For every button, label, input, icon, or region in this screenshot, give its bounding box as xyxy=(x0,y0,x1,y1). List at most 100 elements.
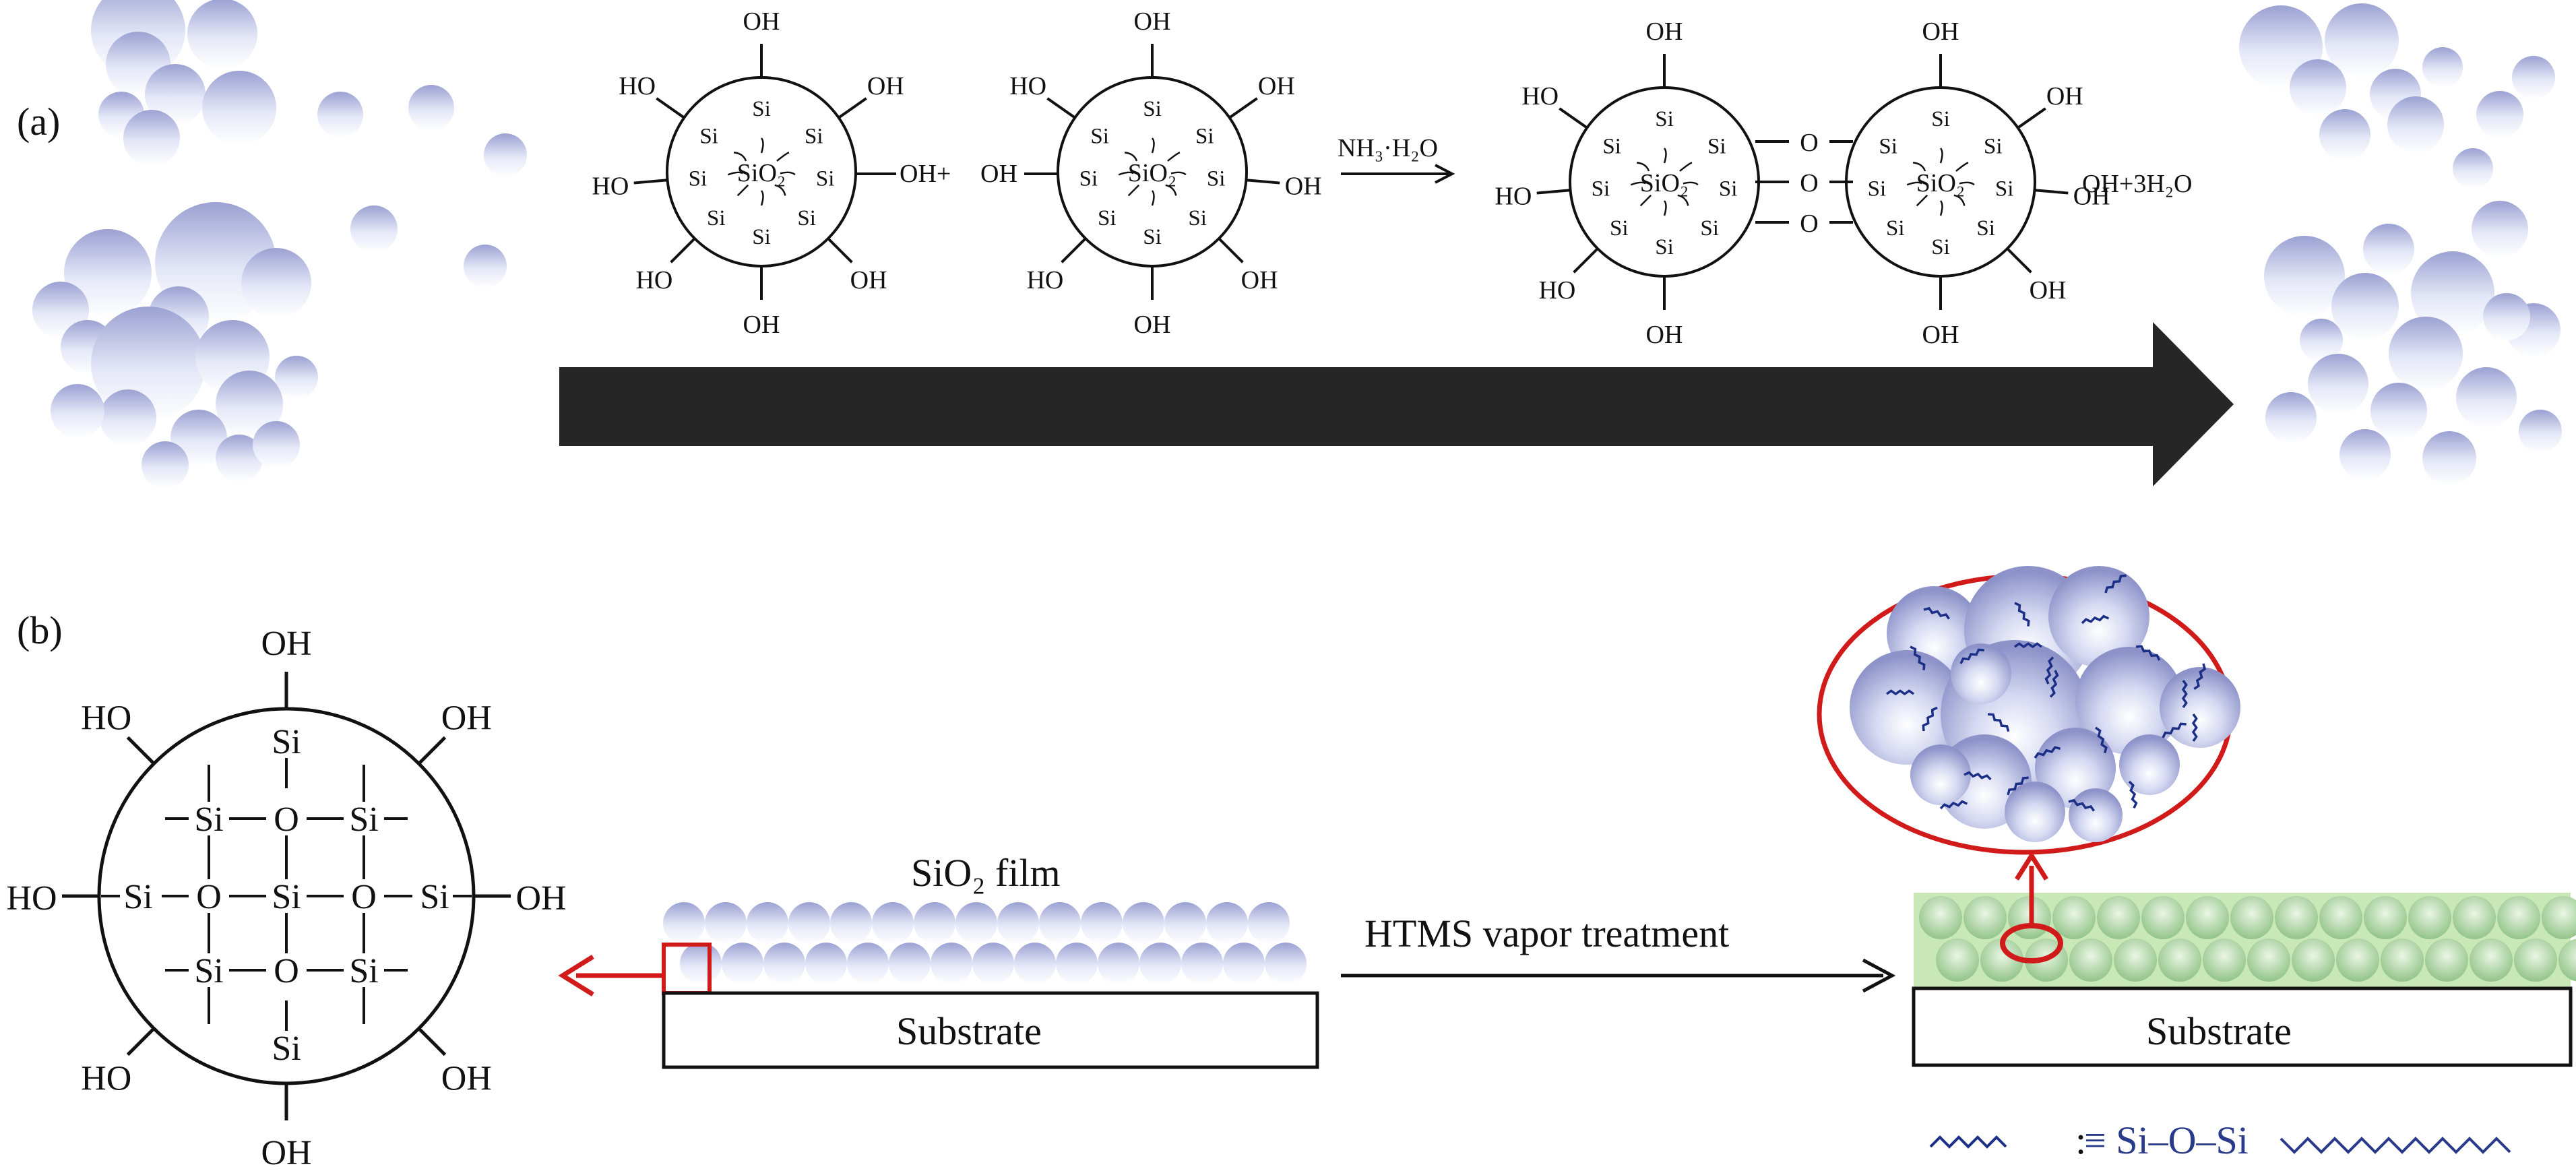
si-atom: Si xyxy=(1719,177,1738,201)
sphere xyxy=(2325,3,2399,77)
alkyl-chain xyxy=(2181,679,2188,709)
alkyl-chain xyxy=(2081,614,2110,625)
film-sphere xyxy=(1164,902,1206,944)
coated-sphere xyxy=(2453,896,2496,939)
sphere xyxy=(408,85,454,131)
oxygen-atom: O xyxy=(274,800,299,839)
panel-b-label: (b) xyxy=(17,608,63,652)
coated-sphere xyxy=(2514,939,2557,982)
process-arrow xyxy=(559,322,2234,486)
film-sphere xyxy=(663,902,705,944)
si-atom: Si xyxy=(1995,177,2014,201)
sphere xyxy=(100,389,156,446)
coated-sphere xyxy=(2319,896,2362,939)
si-atom: Si xyxy=(1188,206,1207,230)
surface-hydroxyl: OH xyxy=(515,879,566,918)
si-atom: Si xyxy=(1143,225,1162,249)
film-sphere xyxy=(763,943,805,984)
hydroxyl-group: OH xyxy=(2030,276,2067,305)
sphere xyxy=(2300,319,2343,362)
coated-sphere xyxy=(2203,939,2246,982)
film-sphere xyxy=(1123,902,1164,944)
sphere xyxy=(2290,59,2346,116)
si-atom: Si xyxy=(1868,177,1887,201)
hydroxyl-group: HO xyxy=(619,72,656,100)
magnified-sphere xyxy=(2075,647,2183,755)
hydroxyl-group: OH xyxy=(2046,82,2083,110)
film-sphere xyxy=(747,902,788,944)
alkyl-chain xyxy=(2104,574,2127,594)
si-atom: Si xyxy=(1707,135,1726,159)
si-atom: Si xyxy=(1143,97,1162,121)
sphere xyxy=(51,384,104,438)
magnified-view xyxy=(1817,566,2240,855)
film-sphere xyxy=(1265,943,1307,984)
surface-hydroxyl: HO xyxy=(81,1059,131,1098)
si-atom: Si xyxy=(797,206,816,230)
hydroxyl-group: HO xyxy=(1495,183,1532,211)
si-atom: Si xyxy=(752,97,771,121)
si-atom: Si xyxy=(1976,216,1995,241)
alkyl-chain xyxy=(2162,722,2187,738)
si-atom: Si xyxy=(272,723,301,761)
sphere xyxy=(2483,293,2530,340)
sphere xyxy=(142,441,189,488)
treatment-arrow xyxy=(1341,958,1896,993)
coated-sphere xyxy=(2497,896,2540,939)
alkyl-chain xyxy=(2068,798,2096,812)
coated-sphere xyxy=(2186,896,2229,939)
film-sphere xyxy=(705,902,747,944)
magnified-sphere xyxy=(1910,744,1971,805)
alkyl-chain xyxy=(2049,670,2059,698)
reagent-label: NH₃·H₂O xyxy=(1338,134,1438,162)
alkyl-chain xyxy=(2193,663,2207,691)
sphere xyxy=(216,371,283,438)
coated-sphere xyxy=(1980,939,2023,982)
sphere xyxy=(2472,201,2528,257)
alkyl-chain xyxy=(2044,656,2054,685)
film-sphere xyxy=(1181,943,1223,984)
bridge-oxygen: O xyxy=(1800,169,1818,197)
alkyl-chain xyxy=(1923,606,1951,620)
si-atom: Si xyxy=(816,166,835,191)
film-sphere xyxy=(805,943,847,984)
sphere xyxy=(464,245,507,288)
film-sphere xyxy=(1139,943,1181,984)
coated-sphere xyxy=(2114,939,2157,982)
sphere xyxy=(2387,96,2444,153)
alkyl-chain xyxy=(1959,648,1984,664)
coated-sphere xyxy=(1936,939,1979,982)
coated-sphere xyxy=(2158,939,2201,982)
sphere xyxy=(2456,367,2517,428)
magnified-sphere xyxy=(2069,788,2123,842)
surface-hydroxyl: OH xyxy=(261,625,311,663)
treatment-label: HTMS vapor treatment xyxy=(1364,912,1729,955)
film-sphere xyxy=(931,943,972,984)
hydroxyl-group: OH xyxy=(1646,18,1683,46)
film-sphere xyxy=(1223,943,1265,984)
si-atom: Si xyxy=(1700,216,1719,241)
sphere xyxy=(145,64,206,125)
hydroxyl-group: OH xyxy=(2073,183,2110,211)
magnified-sphere xyxy=(1850,650,1964,765)
sphere xyxy=(2476,91,2523,138)
si-atom: Si xyxy=(1090,125,1109,149)
film-sphere xyxy=(1248,902,1290,944)
film-sphere xyxy=(1206,902,1248,944)
sphere xyxy=(123,110,180,166)
alkyl-chain xyxy=(1964,771,1992,781)
sphere xyxy=(2319,109,2370,160)
alkyl-chain xyxy=(2135,645,2161,661)
product-tail: OH+3H₂O xyxy=(2082,170,2192,198)
hydroxyl-group: OH xyxy=(1258,72,1295,100)
hydroxyl-group: HO xyxy=(1521,82,1559,110)
reaction-scheme: SiO₂SiSiSiSiSiSiSiSiOHOHOHOHHOHOHOSiO₂Si… xyxy=(592,7,2192,349)
treated-film xyxy=(1919,896,2576,982)
si-atom: Si xyxy=(1931,235,1950,259)
zoom-arrow-left xyxy=(558,955,664,996)
sphere-cluster-a-left xyxy=(32,0,527,488)
hydroxyl-group: OH xyxy=(850,266,887,294)
sphere xyxy=(241,248,311,318)
sphere xyxy=(187,0,257,69)
